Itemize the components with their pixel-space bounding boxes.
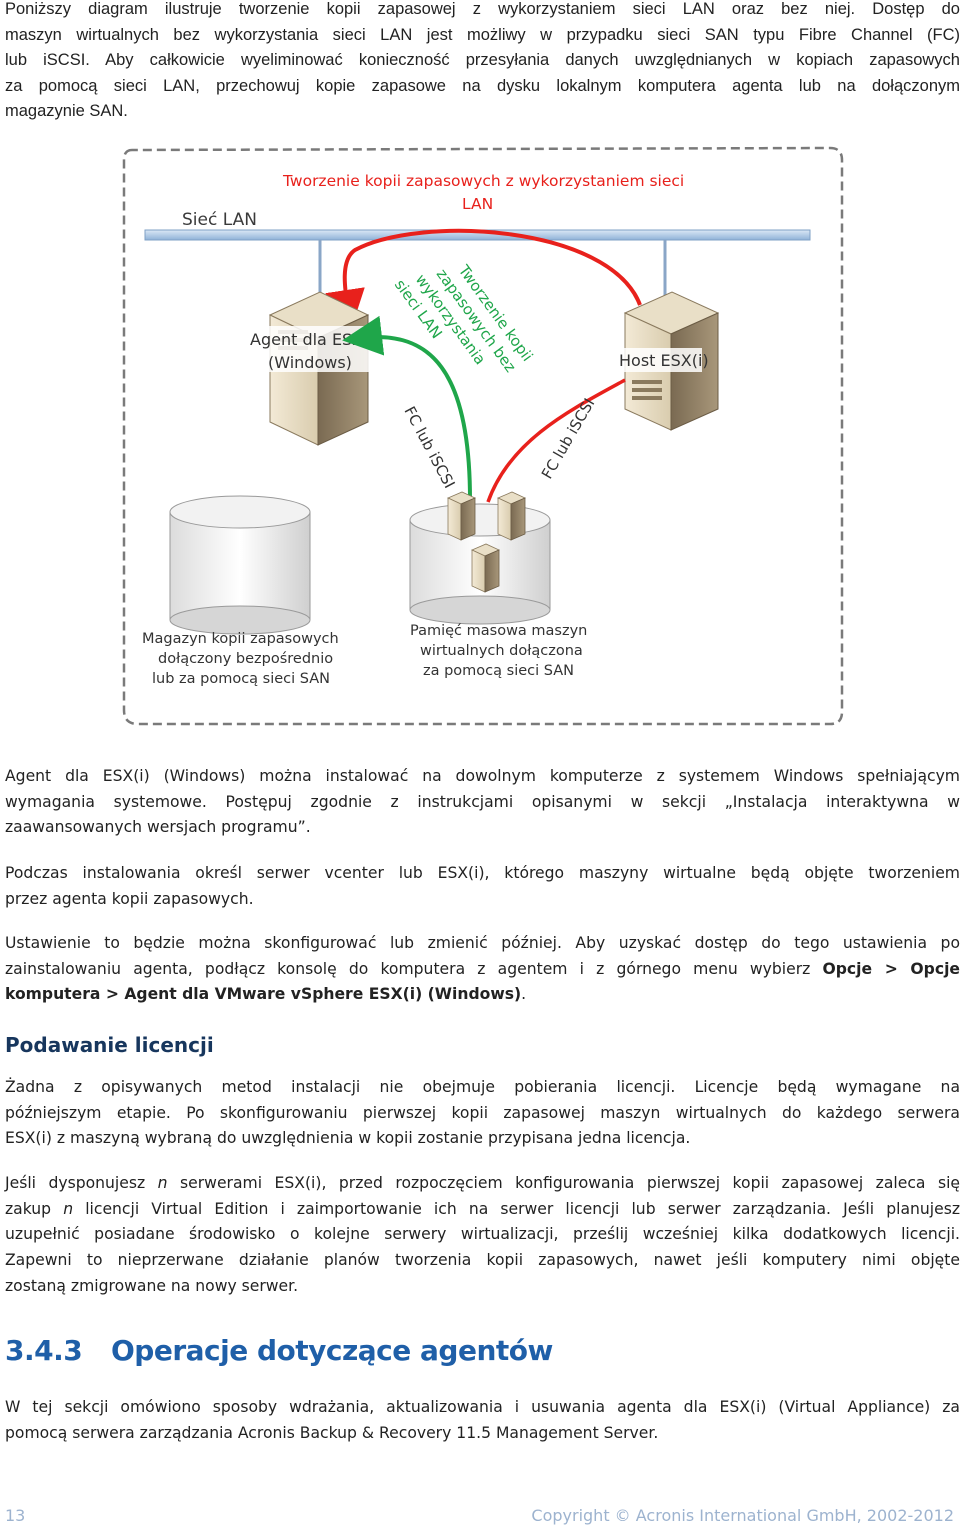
text-line: zainstalowaniu agenta, podłącz konsolę d…: [5, 957, 960, 983]
network-label: Sieć LAN: [182, 210, 257, 230]
text-line: Jeśli dysponujesz n serwerami ESX(i), pr…: [5, 1171, 960, 1197]
menu-path: Opcje > Opcje: [822, 959, 960, 978]
text-line: zostaną zmigrowane na nowy serwer.: [5, 1276, 299, 1295]
text-line: lub iSCSI. Aby całkowicie wyeliminować k…: [5, 51, 960, 69]
install-server-paragraph: Podczas instalowania określ serwer vcent…: [5, 861, 960, 912]
settings-paragraph: Ustawienie to będzie można skonfigurować…: [5, 931, 960, 1008]
san-link: [486, 378, 626, 503]
license-advice-paragraph: Jeśli dysponujesz n serwerami ESX(i), pr…: [5, 1171, 960, 1300]
backup-diagram: Sieć LAN Tworzenie kopii zapasowych z wy…: [122, 146, 844, 726]
storage-label: lub za pomocą sieci SAN: [152, 671, 330, 687]
vm-server-icon: [471, 543, 500, 593]
vm-server-icon: [447, 491, 476, 541]
text-line: pomocą serwera zarządzania Acronis Backu…: [5, 1423, 659, 1442]
text-line: uzupełnić posiadane środowisko o kolejne…: [5, 1225, 960, 1244]
section-number: 3.4.3: [5, 1334, 83, 1367]
text-run: zakup: [5, 1199, 64, 1218]
text-line: Poniższy diagram ilustruje tworzenie kop…: [5, 0, 960, 18]
host-label: Host ESX(i): [619, 351, 709, 370]
text-line: Podczas instalowania określ serwer vcent…: [5, 864, 960, 882]
text-line: zaawansowanych wersjach programu”.: [5, 818, 311, 837]
text-line: Zapewni to nieprzerwane działanie planów…: [5, 1251, 960, 1270]
lan-backup-arrow: [325, 228, 642, 330]
text-line: maszyn wirtualnych bez wykorzystania sie…: [5, 25, 960, 44]
backup-storage-icon: [169, 495, 311, 635]
menu-path: komputera > Agent dla VMware vSphere ESX…: [5, 985, 522, 1004]
text-line: komputera > Agent dla VMware vSphere ESX…: [5, 982, 960, 1008]
vmstore-label: wirtualnych dołączona: [420, 643, 583, 659]
section-heading: 3.4.3 Operacje dotyczące agentów: [5, 1334, 553, 1367]
text-run: .: [521, 985, 527, 1004]
italic-n: n: [63, 1199, 74, 1218]
storage-label: Magazyn kopii zapasowych: [142, 631, 339, 647]
text-run: serwerami ESX(i), przed rozpoczęciem kon…: [167, 1174, 960, 1192]
license-paragraph: Żadna z opisywanych metod instalacji nie…: [5, 1075, 960, 1152]
vmstore-label: Pamięć masowa maszyn: [410, 623, 587, 639]
text-line: za pomocą sieci LAN, przechowuj kopie za…: [5, 76, 960, 95]
text-line: przez agenta kopii zapasowych.: [5, 889, 254, 908]
text-line: późniejszym etapie. Po skonfigurowaniu p…: [5, 1103, 960, 1122]
section-title: Operacje dotyczące agentów: [111, 1334, 553, 1367]
vmstore-label: za pomocą sieci SAN: [423, 663, 574, 679]
agent-install-paragraph: Agent dla ESX(i) (Windows) można instalo…: [5, 764, 960, 841]
italic-n: n: [157, 1174, 168, 1192]
agent-label: (Windows): [268, 353, 352, 372]
text-line: Agent dla ESX(i) (Windows) można instalo…: [5, 767, 960, 785]
storage-label: dołączony bezpośrednio: [158, 651, 333, 667]
copyright: Copyright © Acronis International GmbH, …: [531, 1506, 954, 1525]
text-line: magazynie SAN.: [5, 102, 128, 120]
lan-backup-title: Tworzenie kopii zapasowych z wykorzystan…: [282, 172, 684, 190]
license-heading: Podawanie licencji: [5, 1033, 214, 1057]
text-line: Żadna z opisywanych metod instalacji nie…: [5, 1078, 960, 1096]
vm-server-icon: [497, 491, 526, 541]
text-line: zakup n licencji Virtual Edition i zaimp…: [5, 1197, 960, 1223]
text-line: W tej sekcji omówiono sposoby wdrażania,…: [5, 1398, 960, 1416]
text-run: licencji Virtual Edition i zaimportowani…: [73, 1199, 960, 1218]
text-run: Jeśli dysponujesz: [5, 1174, 158, 1192]
section-intro-paragraph: W tej sekcji omówiono sposoby wdrażania,…: [5, 1395, 960, 1446]
text-line: wymagania systemowe. Postępuj zgodnie z …: [5, 792, 960, 811]
intro-paragraph: Poniższy diagram ilustruje tworzenie kop…: [5, 0, 960, 125]
text-line: Ustawienie to będzie można skonfigurować…: [5, 934, 960, 952]
lan-backup-title: LAN: [462, 195, 493, 213]
page-number: 13: [5, 1506, 26, 1525]
agent-label: Agent dla ESX(i): [250, 330, 380, 349]
lanfree-arrow: [342, 315, 472, 501]
text-line: ESX(i) z maszyną wybraną do uwzględnieni…: [5, 1129, 691, 1148]
text-run: zainstalowaniu agenta, podłącz konsolę d…: [5, 959, 823, 978]
